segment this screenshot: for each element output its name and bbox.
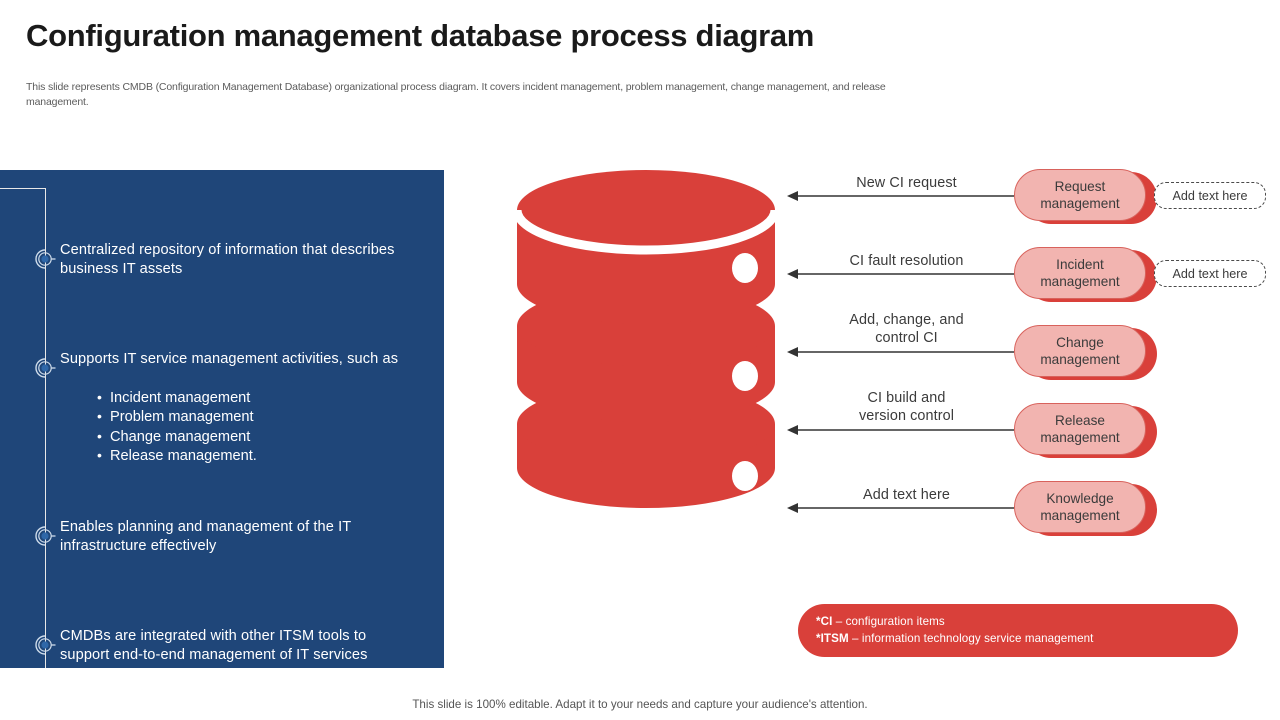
flow-label: Add, change, and control CI xyxy=(849,312,964,346)
list-item-label: Enables planning and management of the I… xyxy=(60,519,352,554)
callout-label: Add text here xyxy=(1172,188,1248,203)
sub-list-item-label: Incident management xyxy=(110,390,251,406)
list-item-label: CMDBs are integrated with other ITSM too… xyxy=(60,628,368,663)
flow-box-label[interactable]: Request management xyxy=(1014,169,1146,221)
sub-list-item: • Incident management xyxy=(60,389,400,408)
legend-def-itsm: – information technology service managem… xyxy=(848,632,1094,645)
flow-box-label[interactable]: Release management xyxy=(1014,403,1146,455)
flow-row: Add, change, and control CI Change manag… xyxy=(786,312,1266,384)
callout-box[interactable]: Add text here xyxy=(1154,260,1266,287)
legend-term-itsm: *ITSM xyxy=(816,632,849,645)
node-marker-icon xyxy=(32,634,56,656)
flow-row: Add text here Knowledge management xyxy=(786,480,1266,540)
sub-list-item: • Release management. xyxy=(60,447,400,466)
flow-arrow-icon xyxy=(787,347,1014,357)
legend-note: *CI – configuration items *ITSM – inform… xyxy=(798,604,1238,657)
sub-list-item-label: Change management xyxy=(110,428,251,445)
callout-box[interactable]: Add text here xyxy=(1154,182,1266,209)
flow-row: New CI request Request management Add te… xyxy=(786,168,1266,228)
list-item-label: Centralized repository of information th… xyxy=(60,242,395,277)
sub-list-item: • Change management xyxy=(60,428,400,447)
sub-list: • Incident management • Problem management… xyxy=(60,389,400,467)
sub-list-item: • Problem management xyxy=(60,408,400,427)
flow-arrow-icon xyxy=(787,425,1014,435)
flow-arrow-icon xyxy=(787,503,1014,513)
flow-row: CI build and version control Release man… xyxy=(786,390,1266,462)
connector-vertical-line xyxy=(44,188,46,668)
bullet-dot-icon: • xyxy=(97,408,102,425)
flow-label: CI build and version control xyxy=(858,390,955,424)
node-marker-icon xyxy=(32,248,56,270)
page-subtitle: This slide represents CMDB (Configuratio… xyxy=(26,81,886,108)
list-item-label: Supports IT service management activitie… xyxy=(60,351,399,367)
flow-box-label[interactable]: Incident management xyxy=(1014,247,1146,299)
flow-label: Add text here xyxy=(863,487,950,503)
bullet-dot-icon: • xyxy=(97,427,102,444)
bullet-dot-icon: • xyxy=(97,447,102,464)
flow-row: CI fault resolution Incident management … xyxy=(786,246,1266,306)
flow-label: CI fault resolution xyxy=(849,253,964,269)
footer-note: This slide is 100% editable. Adapt it to… xyxy=(412,698,868,711)
legend-term-ci: *CI xyxy=(816,615,833,628)
flow-arrow-icon xyxy=(787,269,1014,279)
legend-def-ci: – configuration items xyxy=(832,615,945,628)
node-marker-icon xyxy=(32,525,56,547)
legend-line-2: *ITSM – information technology service m… xyxy=(816,630,1238,647)
flow-label: New CI request xyxy=(856,175,957,191)
bullet-dot-icon: • xyxy=(97,389,102,405)
node-marker-icon xyxy=(32,357,56,379)
sub-list-item-label: Release management. xyxy=(110,448,257,465)
left-info-panel xyxy=(0,170,444,668)
legend-line-1: *CI – configuration items xyxy=(816,613,1238,630)
flow-box-label[interactable]: Change management xyxy=(1014,325,1146,377)
connector-elbow xyxy=(0,188,46,668)
flow-box-label[interactable]: Knowledge management xyxy=(1014,481,1146,533)
callout-label: Add text here xyxy=(1172,266,1248,281)
database-cylinder-icon xyxy=(512,168,780,516)
sub-list-item-label: Problem management xyxy=(110,409,254,426)
page-title: Configuration management database proces… xyxy=(26,18,815,53)
flow-arrow-icon xyxy=(787,191,1014,201)
